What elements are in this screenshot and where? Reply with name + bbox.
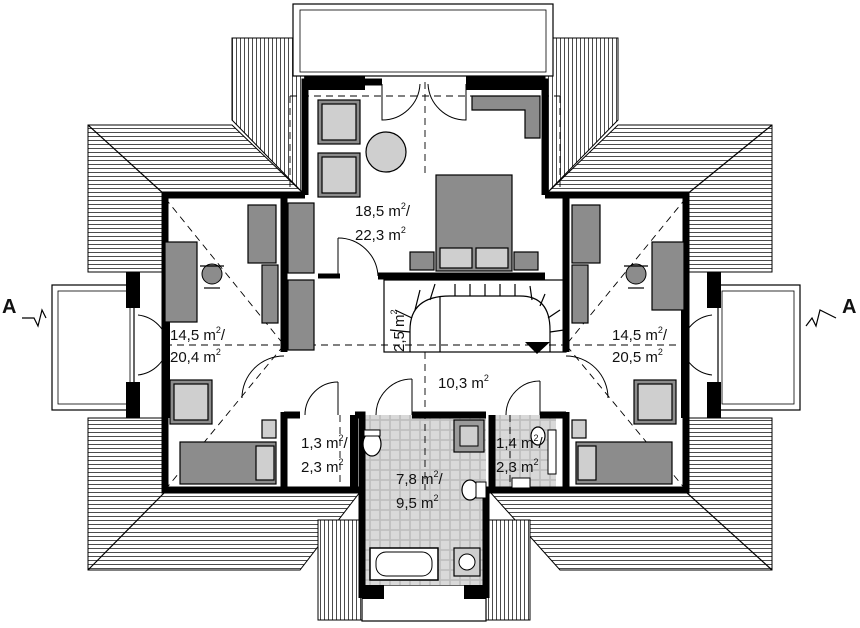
area-label-bedroom-top: 18,5 m2/ (355, 201, 411, 220)
roof-areas (87, 37, 773, 621)
section-line-right (805, 309, 837, 328)
stair-direction-arrow (525, 342, 550, 354)
staircase (389, 283, 565, 354)
area-label-stair: 2,5 m2 (389, 309, 408, 352)
area-label-hall: 10,3 m2 (438, 373, 489, 392)
doors (137, 83, 713, 416)
balconies (51, 3, 801, 622)
area-label-bedroom-left-2: 20,4 m2 (170, 347, 221, 366)
roof-lower-left (317, 519, 363, 621)
section-line-left (22, 308, 47, 328)
balcony-right (717, 284, 801, 411)
area-label-wc-left-2: 2,3 m2 (301, 457, 344, 476)
roof-lower-right (485, 519, 531, 621)
furniture-bathroom (362, 419, 557, 581)
area-label-wc-left: 1,3 m2/ (301, 433, 349, 452)
area-label-bedroom-left: 14,5 m2/ (170, 325, 226, 344)
section-marker-right: A (842, 296, 856, 318)
furniture-right-bedroom (571, 204, 685, 485)
area-label-bedroom-right: 14,5 m2/ (612, 325, 668, 344)
balcony-top (292, 3, 554, 77)
round-table (365, 131, 407, 173)
walls (126, 76, 721, 599)
area-label-bedroom-top-2: 22,3 m2 (355, 225, 406, 244)
furniture-left-bedroom (164, 204, 315, 485)
area-label-bathroom-2: 9,5 m2 (396, 493, 439, 512)
area-label-bedroom-right-2: 20,5 m2 (612, 347, 663, 366)
section-markers: A A (2, 296, 856, 328)
section-marker-left: A (2, 296, 16, 318)
balcony-left (51, 284, 135, 411)
furniture-top-bedroom (287, 95, 541, 274)
wc-right-tiles (492, 415, 556, 487)
area-label-wc-right-2: 2,3 m2 (496, 457, 539, 476)
area-label-wc-right: 1,4 m2/ (496, 433, 544, 452)
room-labels: 18,5 m2/ 22,3 m2 14,5 m2/ 20,4 m2 14,5 m… (170, 201, 668, 512)
area-label-bathroom: 7,8 m2/ (396, 469, 444, 488)
